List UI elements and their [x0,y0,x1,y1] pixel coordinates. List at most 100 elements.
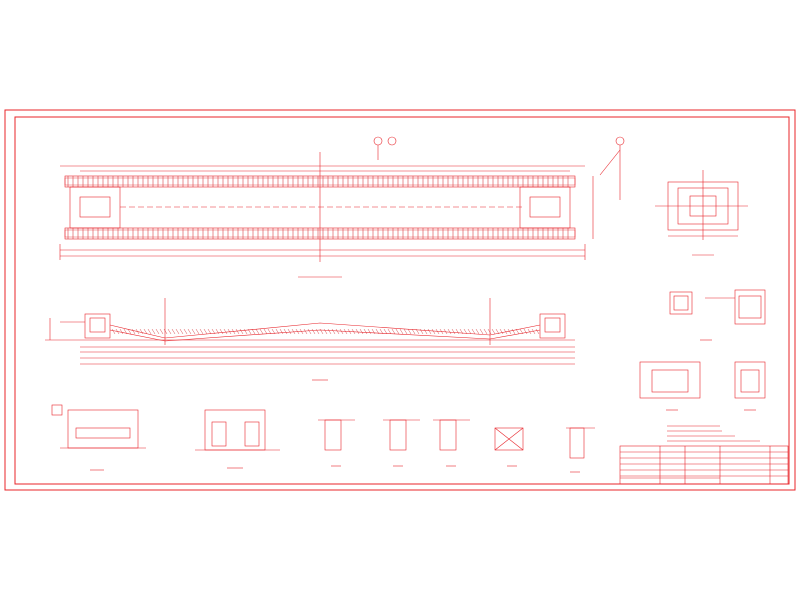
hatch-mark [283,328,288,335]
hatch-mark [115,328,120,335]
hatch-mark [375,328,380,335]
outer-border [4,109,796,491]
hatch-mark [223,328,228,335]
hatch-mark [315,328,320,335]
hatch-mark [439,328,444,335]
hatch-mark [339,328,344,335]
hatch-mark [155,328,160,335]
hatch-mark [167,328,172,335]
hatch-mark [399,328,404,335]
hatch-mark [135,328,140,335]
hatch-mark [523,328,528,335]
hatch-mark [143,328,148,335]
hatch-mark [131,328,136,335]
hatch-mark [191,328,196,335]
hatch-mark [303,328,308,335]
detail-top-right [655,170,748,240]
hatch-mark [495,328,500,335]
hatch-mark [291,328,296,335]
hatch-mark [179,328,184,335]
hatch-mark [299,328,304,335]
hatch-mark [507,328,512,335]
hatch-mark [475,328,480,335]
hatch-mark [287,328,292,335]
hatch-mark [203,328,208,335]
hatch-mark [235,328,240,335]
hatch-mark [251,328,256,335]
hatch-mark [411,328,416,335]
hatch-mark [187,328,192,335]
hatch-mark [239,328,244,335]
hatch-mark [271,328,276,335]
hatch-mark [383,328,388,335]
hatch-mark [247,328,252,335]
hatch-mark [519,328,524,335]
hatch-mark [243,328,248,335]
hatch-mark [347,328,352,335]
hatch-mark [483,328,488,335]
hatch-mark [503,328,508,335]
hatch-mark [379,328,384,335]
hatch-mark [255,328,260,335]
hatch-mark [215,328,220,335]
hatch-mark [159,328,164,335]
hatch-mark [227,328,232,335]
hatch-mark [471,328,476,335]
hatch-mark [295,328,300,335]
section-6 [494,427,524,451]
inner-border [14,116,790,485]
elevation-view [45,298,575,365]
hatch-mark [123,328,128,335]
hatch-mark [343,328,348,335]
hatch-mark [163,328,168,335]
hatch-mark [127,328,132,335]
hatch-mark [535,328,540,335]
section-2 [195,409,280,451]
hatch-mark [331,328,336,335]
hatch-mark [459,328,464,335]
hatch-mark [387,328,392,335]
hatch-mark [171,328,176,335]
hatch-mark [443,328,448,335]
hatch-mark [327,328,332,335]
hatch-mark [367,328,372,335]
hatch-mark [323,328,328,335]
hatch-mark [219,328,224,335]
section-1 [51,404,146,449]
hatch-mark [431,328,436,335]
hatch-mark [463,328,468,335]
hatch-mark [447,328,452,335]
hatch-mark [451,328,456,335]
hatch-mark [363,328,368,335]
hatch-mark [419,328,424,335]
hatch-mark [319,328,324,335]
hatch-mark [275,328,280,335]
hatch-mark [199,328,204,335]
hatch-mark [335,328,340,335]
section-5 [433,419,470,451]
hatch-mark [423,328,428,335]
hatch-mark [527,328,532,335]
section-7 [566,427,595,459]
hatch-mark [259,328,264,335]
hatch-mark [479,328,484,335]
hatch-mark [139,328,144,335]
title-block [619,445,789,485]
hatch-mark [263,328,268,335]
hatch-mark [151,328,156,335]
hatch-mark [111,328,116,335]
hatch-mark [119,328,124,335]
hatch-mark [359,328,364,335]
section-4 [383,419,420,451]
hatch-mark [407,328,412,335]
hatch-mark [211,328,216,335]
hatch-mark [267,328,272,335]
hatch-mark [487,328,492,335]
hatch-mark [195,328,200,335]
hatch-mark [207,328,212,335]
hatch-mark [395,328,400,335]
hatch-mark [435,328,440,335]
hatch-mark [355,328,360,335]
hatch-mark [175,328,180,335]
